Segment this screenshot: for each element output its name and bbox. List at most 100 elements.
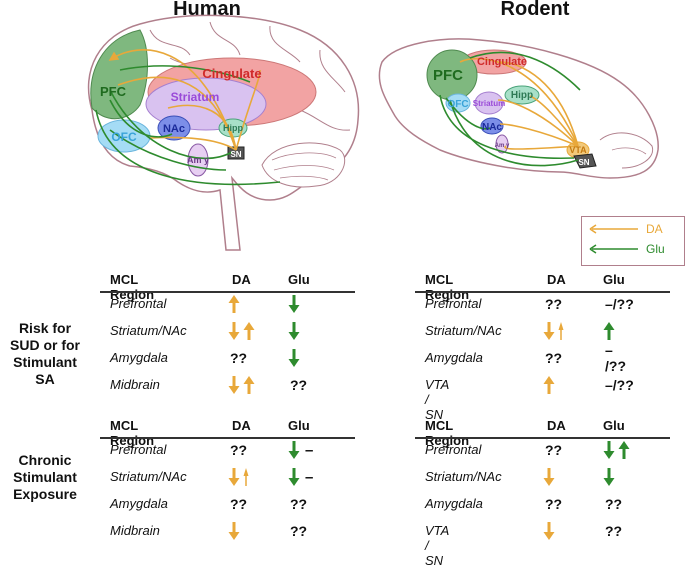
human-da-projections	[108, 49, 261, 151]
brain-diagrams: PFC Cingulate Striatum OFC NAc Hipp Am y…	[87, 14, 659, 251]
cell-text: –	[305, 441, 314, 459]
da-cell	[228, 375, 258, 395]
header-da: DA	[547, 418, 566, 433]
cell-text: ??	[545, 350, 563, 366]
human-pfc-region	[90, 29, 148, 119]
human-glu-projections	[95, 65, 281, 186]
row-region-label: VTA / SN	[425, 377, 449, 422]
header-glu: Glu	[603, 272, 625, 287]
down-arrow-icon	[543, 322, 555, 340]
up-arrow-icon	[243, 322, 255, 340]
da-cell	[228, 521, 243, 541]
rodent-nac-label: NAc	[482, 122, 502, 133]
cell-text: ??	[230, 496, 248, 512]
da-cell	[228, 467, 252, 487]
rodent-cingulate-label: Cingulate	[477, 56, 527, 68]
row-region-label: Amygdala	[110, 496, 168, 511]
glu-cell: ??	[288, 494, 307, 514]
human-amy-label: Am y	[187, 155, 209, 165]
down-arrow-icon	[288, 349, 300, 367]
legend-glu-arrow-icon	[589, 244, 638, 254]
glu-cell	[603, 321, 618, 341]
down-arrow-icon	[288, 468, 300, 486]
header-da: DA	[232, 418, 251, 433]
rodent-ofc-label: OFC	[447, 99, 468, 110]
header-glu: Glu	[603, 418, 625, 433]
cell-text: ??	[545, 442, 563, 458]
rodent-title: Rodent	[500, 0, 570, 20]
human-pfc-label: PFC	[100, 84, 127, 99]
cell-text: ??	[545, 496, 563, 512]
da-cell: ??	[228, 348, 247, 368]
row-region-label: Striatum/NAc	[425, 323, 502, 338]
header-glu: Glu	[288, 418, 310, 433]
down-arrow-icon	[288, 441, 300, 459]
glu-cell: ??	[288, 375, 307, 395]
human-title: Human	[173, 0, 241, 20]
up-arrow-icon	[543, 376, 555, 394]
row-region-label: Striatum/NAc	[110, 323, 187, 338]
row-region-label: Striatum/NAc	[425, 469, 502, 484]
da-cell: ??	[543, 494, 562, 514]
row-region-label: Striatum/NAc	[110, 469, 187, 484]
cell-text: ??	[290, 496, 308, 512]
da-cell	[543, 521, 558, 541]
up-arrow-icon	[618, 441, 630, 459]
header-region: MCL Region	[110, 272, 155, 302]
rodent-hipp-label: Hipp	[511, 90, 533, 101]
da-cell	[543, 467, 558, 487]
cell-text: –	[305, 468, 314, 486]
cell-text: –/??	[605, 296, 634, 312]
cell-text: ??	[230, 442, 248, 458]
up-arrow-icon	[558, 322, 564, 340]
header-region: MCL Region	[425, 272, 470, 302]
down-arrow-icon	[543, 468, 555, 486]
glu-cell	[288, 348, 303, 368]
legend-da-row: DA	[588, 222, 663, 236]
glu-cell: ??	[288, 521, 307, 541]
header-region: MCL Region	[110, 418, 155, 448]
down-arrow-icon	[543, 522, 555, 540]
glu-cell	[603, 467, 618, 487]
row-label-chronic: Chronic Stimulant Exposure	[13, 452, 77, 502]
rodent-striatum-region	[474, 91, 504, 115]
da-cell	[228, 321, 258, 341]
up-arrow-icon	[603, 322, 615, 340]
down-arrow-icon	[228, 322, 240, 340]
rodent-glu-projections	[439, 51, 581, 167]
da-cell: ??	[543, 348, 562, 368]
rodent-sn-label: SN	[578, 158, 589, 167]
cell-text: –/??	[605, 377, 634, 393]
row-region-label: Amygdala	[425, 496, 483, 511]
row-region-label: Amygdala	[110, 350, 168, 365]
header-rule	[415, 437, 670, 439]
up-arrow-icon	[243, 468, 249, 486]
legend: DA Glu	[581, 216, 685, 266]
row-region-label: Midbrain	[110, 523, 160, 538]
header-glu: Glu	[288, 272, 310, 287]
rodent-amy-label: Am y	[495, 143, 510, 149]
row-region-label: Prefrontal	[110, 296, 167, 311]
row-region-label: VTA / SN	[425, 523, 449, 568]
glu-cell	[603, 440, 633, 460]
glu-cell: ??	[603, 494, 622, 514]
glu-cell	[288, 294, 303, 314]
header-da: DA	[232, 272, 251, 287]
row-region-label: Prefrontal	[425, 442, 482, 457]
glu-cell: –	[288, 467, 313, 487]
cell-text: ??	[605, 496, 623, 512]
down-arrow-icon	[228, 376, 240, 394]
up-arrow-icon	[243, 376, 255, 394]
legend-da-arrow-icon	[589, 224, 638, 234]
down-arrow-icon	[228, 468, 240, 486]
row-label-risk: Risk for SUD or for Stimulant SA	[10, 320, 80, 387]
human-hipp-label: Hipp	[223, 123, 243, 133]
legend-glu-label: Glu	[646, 242, 665, 256]
row-region-label: Prefrontal	[110, 442, 167, 457]
human-ofc-label: OFC	[111, 130, 137, 144]
cell-text: – /??	[605, 342, 626, 374]
cell-text: ??	[290, 523, 308, 539]
human-striatum-label: Striatum	[171, 90, 220, 104]
human-sn-label: SN	[230, 150, 241, 159]
header-rule	[415, 291, 670, 293]
